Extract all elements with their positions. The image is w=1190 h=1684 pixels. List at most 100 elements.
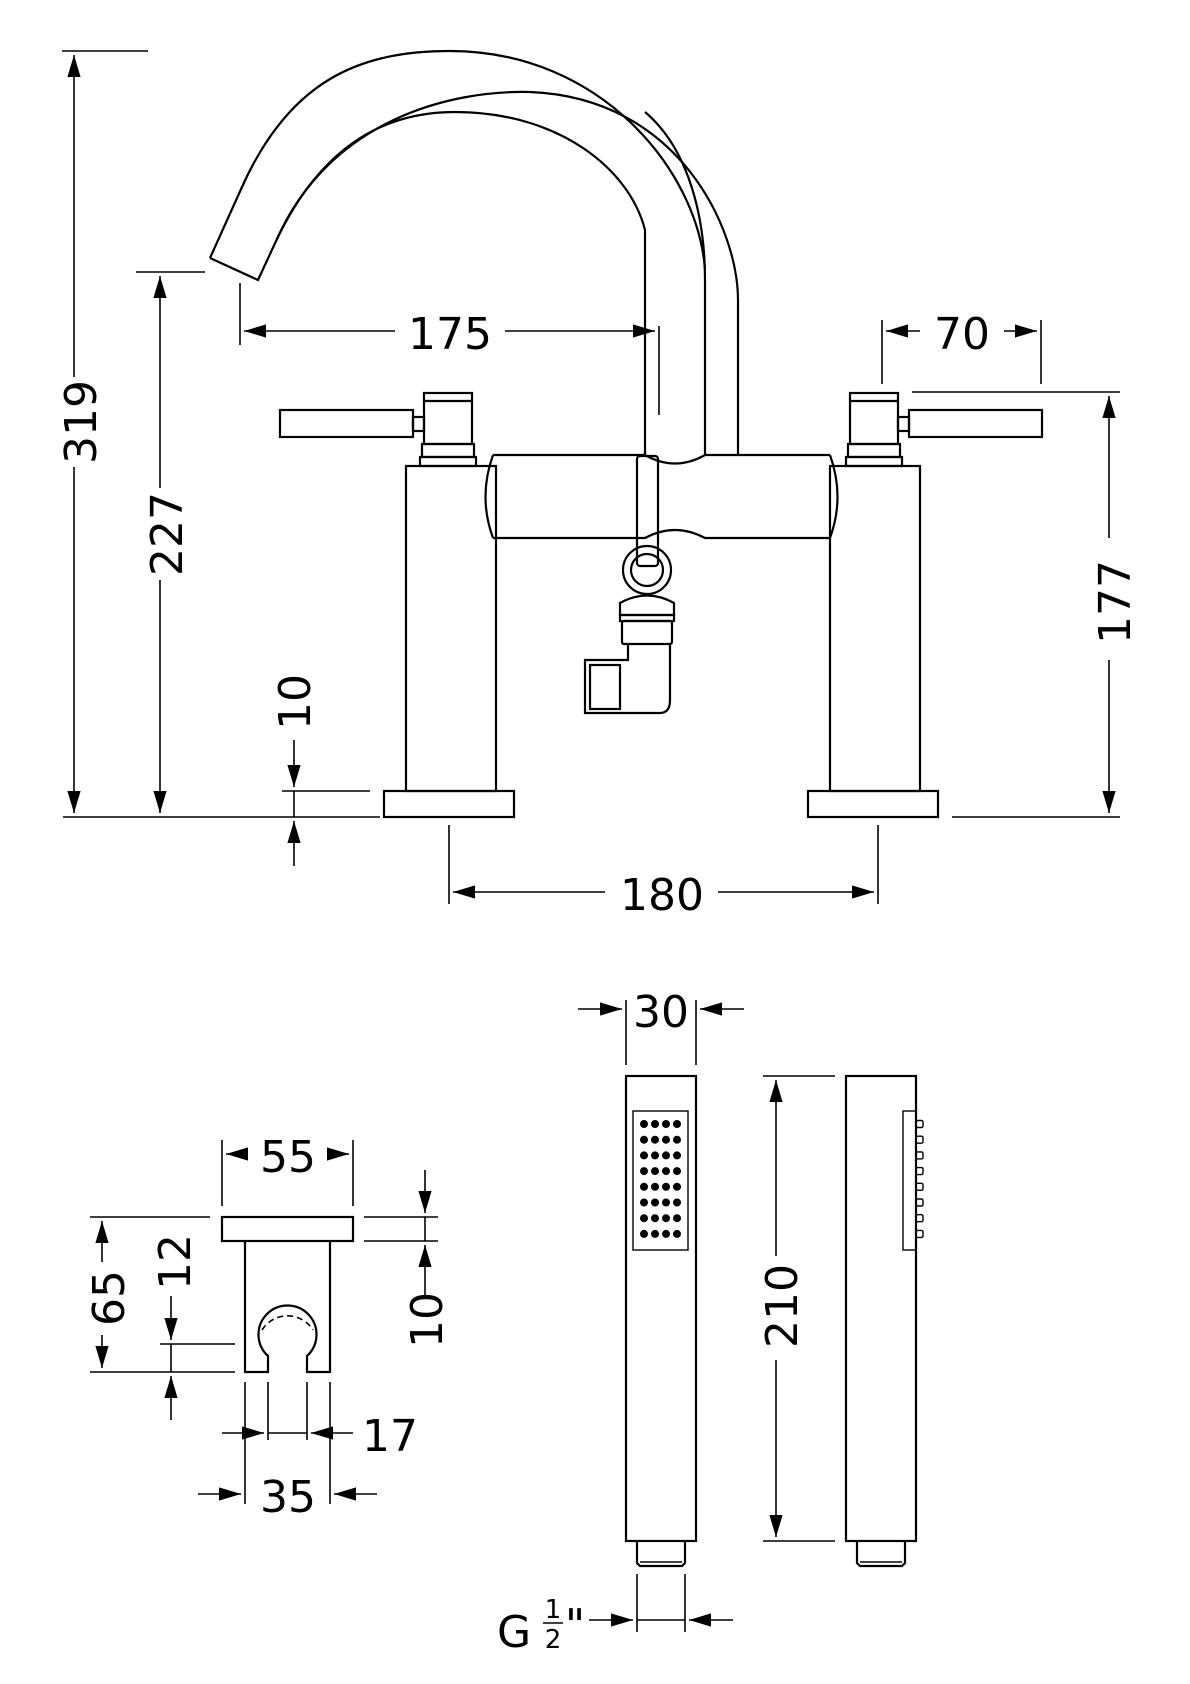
nozzle — [673, 1198, 682, 1207]
label-177: 177 — [1090, 560, 1141, 644]
nozzle — [673, 1135, 682, 1144]
mixer-drawing: 319 227 175 70 — [56, 49, 1141, 921]
label-10-base: 10 — [270, 674, 321, 730]
label-17: 17 — [362, 1411, 418, 1462]
side-nozzle — [915, 1135, 924, 1144]
nozzle — [651, 1182, 660, 1191]
label-175: 175 — [408, 309, 492, 360]
handset-front-view — [624, 1074, 698, 1568]
nozzle — [673, 1229, 682, 1238]
nozzle — [662, 1135, 671, 1144]
nozzle — [640, 1182, 649, 1191]
dim-holder-width: 55 — [221, 1132, 354, 1206]
nozzle — [640, 1229, 649, 1238]
mixer-body — [484, 453, 839, 715]
left-lever — [278, 408, 415, 439]
side-nozzle-column — [915, 1119, 924, 1239]
holder-clip-hidden-line — [261, 1315, 314, 1331]
dim-tap-centres: 180 — [448, 825, 879, 921]
side-nozzle — [915, 1198, 924, 1207]
label-12: 12 — [150, 1234, 201, 1290]
nozzle — [651, 1135, 660, 1144]
label-thread-unit: " — [565, 1600, 585, 1651]
dim-handset-width: 30 — [578, 987, 744, 1065]
dim-overall-height: 319 — [56, 50, 380, 818]
label-thread-denominator: 2 — [545, 1625, 562, 1655]
side-nozzle — [915, 1151, 924, 1160]
handset-thread — [635, 1541, 687, 1568]
nozzle — [673, 1151, 682, 1160]
nozzle — [640, 1214, 649, 1223]
nozzle — [651, 1229, 660, 1238]
diverter-ring — [621, 544, 673, 596]
holder-clip — [243, 1241, 332, 1374]
dim-clip-offset: 12 — [150, 1234, 235, 1420]
holder-drawing: 55 65 12 10 — [84, 1132, 453, 1523]
handset-side-view — [844, 1074, 924, 1568]
right-pillar — [806, 391, 1044, 819]
dim-lever-length: 70 — [881, 309, 1042, 384]
nozzle — [651, 1151, 660, 1160]
nozzle — [673, 1182, 682, 1191]
label-10-plate: 10 — [402, 1292, 453, 1348]
nozzle — [640, 1167, 649, 1176]
side-nozzle — [915, 1213, 924, 1223]
label-227: 227 — [142, 492, 193, 576]
nozzle — [673, 1120, 682, 1129]
dim-base-thickness: 10 — [270, 674, 370, 866]
side-nozzle — [915, 1166, 924, 1176]
label-65: 65 — [84, 1270, 135, 1326]
dim-clip-outer: 35 — [198, 1382, 377, 1523]
left-pillar — [278, 391, 516, 819]
nozzle — [662, 1120, 671, 1129]
label-210: 210 — [757, 1264, 808, 1348]
nozzle — [673, 1214, 682, 1223]
handset-side-thread — [855, 1541, 907, 1568]
nozzle — [651, 1167, 660, 1176]
nozzle — [640, 1198, 649, 1207]
label-55: 55 — [260, 1132, 316, 1183]
diverter-knob — [629, 552, 665, 588]
nozzle — [640, 1151, 649, 1160]
nozzle — [651, 1198, 660, 1207]
label-70: 70 — [934, 309, 990, 360]
label-180: 180 — [620, 870, 704, 921]
nozzle — [662, 1151, 671, 1160]
left-base — [382, 789, 516, 819]
handset-drawing: 30 210 G 1 2 " — [497, 987, 924, 1658]
diverter-lever — [635, 454, 660, 568]
nozzle — [662, 1229, 671, 1238]
dim-thread-size: G 1 2 " — [497, 1574, 733, 1658]
nozzle — [662, 1214, 671, 1223]
label-319: 319 — [56, 380, 107, 464]
nozzle — [640, 1120, 649, 1129]
nozzle — [662, 1198, 671, 1207]
nozzle — [673, 1167, 682, 1176]
label-thread-numerator: 1 — [545, 1595, 562, 1625]
nozzle — [640, 1135, 649, 1144]
label-thread-prefix: G — [497, 1607, 531, 1658]
right-base — [806, 789, 940, 819]
nozzle-grid — [640, 1120, 682, 1238]
right-lever — [907, 408, 1044, 439]
dim-clip-opening: 17 — [222, 1382, 418, 1462]
nozzle — [662, 1182, 671, 1191]
dim-spout-height: 227 — [136, 271, 205, 813]
nozzle — [651, 1120, 660, 1129]
side-nozzle — [915, 1119, 924, 1129]
dim-handle-height: 177 — [912, 391, 1141, 818]
dim-holder-height: 65 — [84, 1216, 235, 1373]
nozzle-plate — [632, 1110, 689, 1251]
outlet-cap — [618, 594, 676, 617]
label-35: 35 — [260, 1472, 316, 1523]
dim-handset-length: 210 — [757, 1075, 835, 1542]
holder-wall-plate — [220, 1215, 355, 1243]
side-nozzle — [915, 1229, 924, 1239]
dim-plate-thickness: 10 — [364, 1170, 453, 1348]
side-nozzle — [915, 1182, 924, 1192]
nozzle — [651, 1214, 660, 1223]
nozzle — [662, 1167, 671, 1176]
outlet-elbow — [583, 644, 672, 715]
spout — [208, 49, 740, 454]
